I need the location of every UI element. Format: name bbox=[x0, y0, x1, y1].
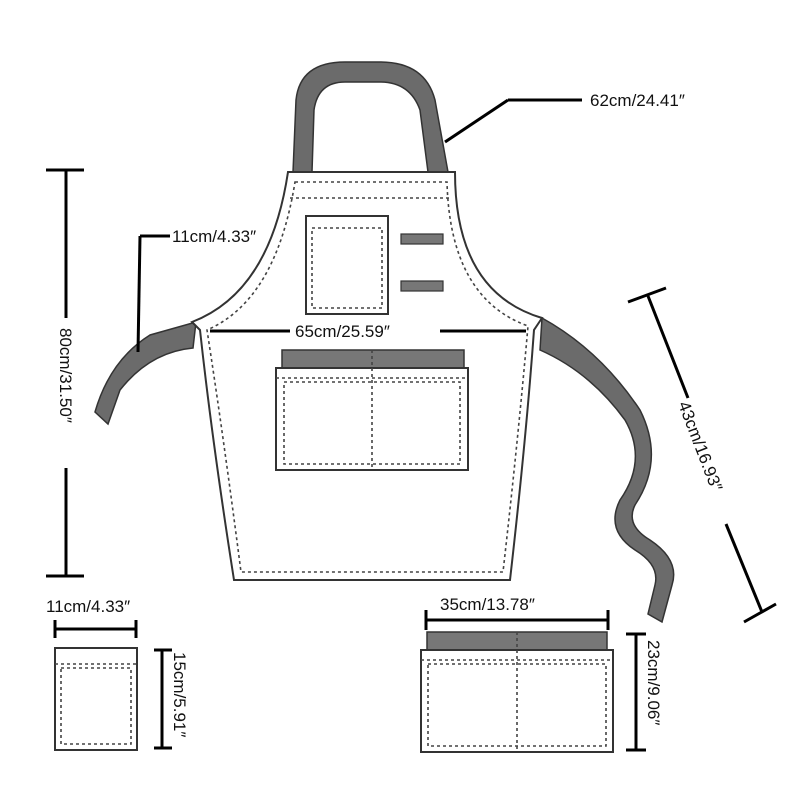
apron-width-label: 65cm/25.59″ bbox=[295, 322, 390, 341]
bib-pocket bbox=[305, 215, 389, 315]
large-pocket-width-label: 35cm/13.78″ bbox=[440, 595, 535, 614]
apron-length-label: 80cm/31.50″ bbox=[56, 328, 75, 423]
bib-pocket-width-label: 11cm/4.33″ bbox=[172, 227, 256, 246]
right-waist-tie bbox=[539, 316, 675, 624]
left-waist-tie bbox=[94, 320, 197, 426]
tool-loop-top bbox=[400, 233, 444, 245]
main-pocket-flap bbox=[281, 349, 465, 369]
neck-strap-label: 62cm/24.41″ bbox=[590, 91, 685, 110]
apron-body-stitching bbox=[206, 181, 529, 573]
waist-tie-label: 43cm/16.93″ bbox=[674, 399, 726, 494]
small-pocket-height-label: 15cm/5.91″ bbox=[170, 652, 189, 737]
large-pocket-height-label: 23cm/9.06″ bbox=[644, 640, 663, 725]
neck-strap bbox=[292, 61, 449, 173]
tool-loop-bottom bbox=[400, 280, 444, 292]
small-pocket bbox=[54, 647, 138, 751]
small-pocket-width-label: 11cm/4.33″ bbox=[46, 597, 130, 616]
